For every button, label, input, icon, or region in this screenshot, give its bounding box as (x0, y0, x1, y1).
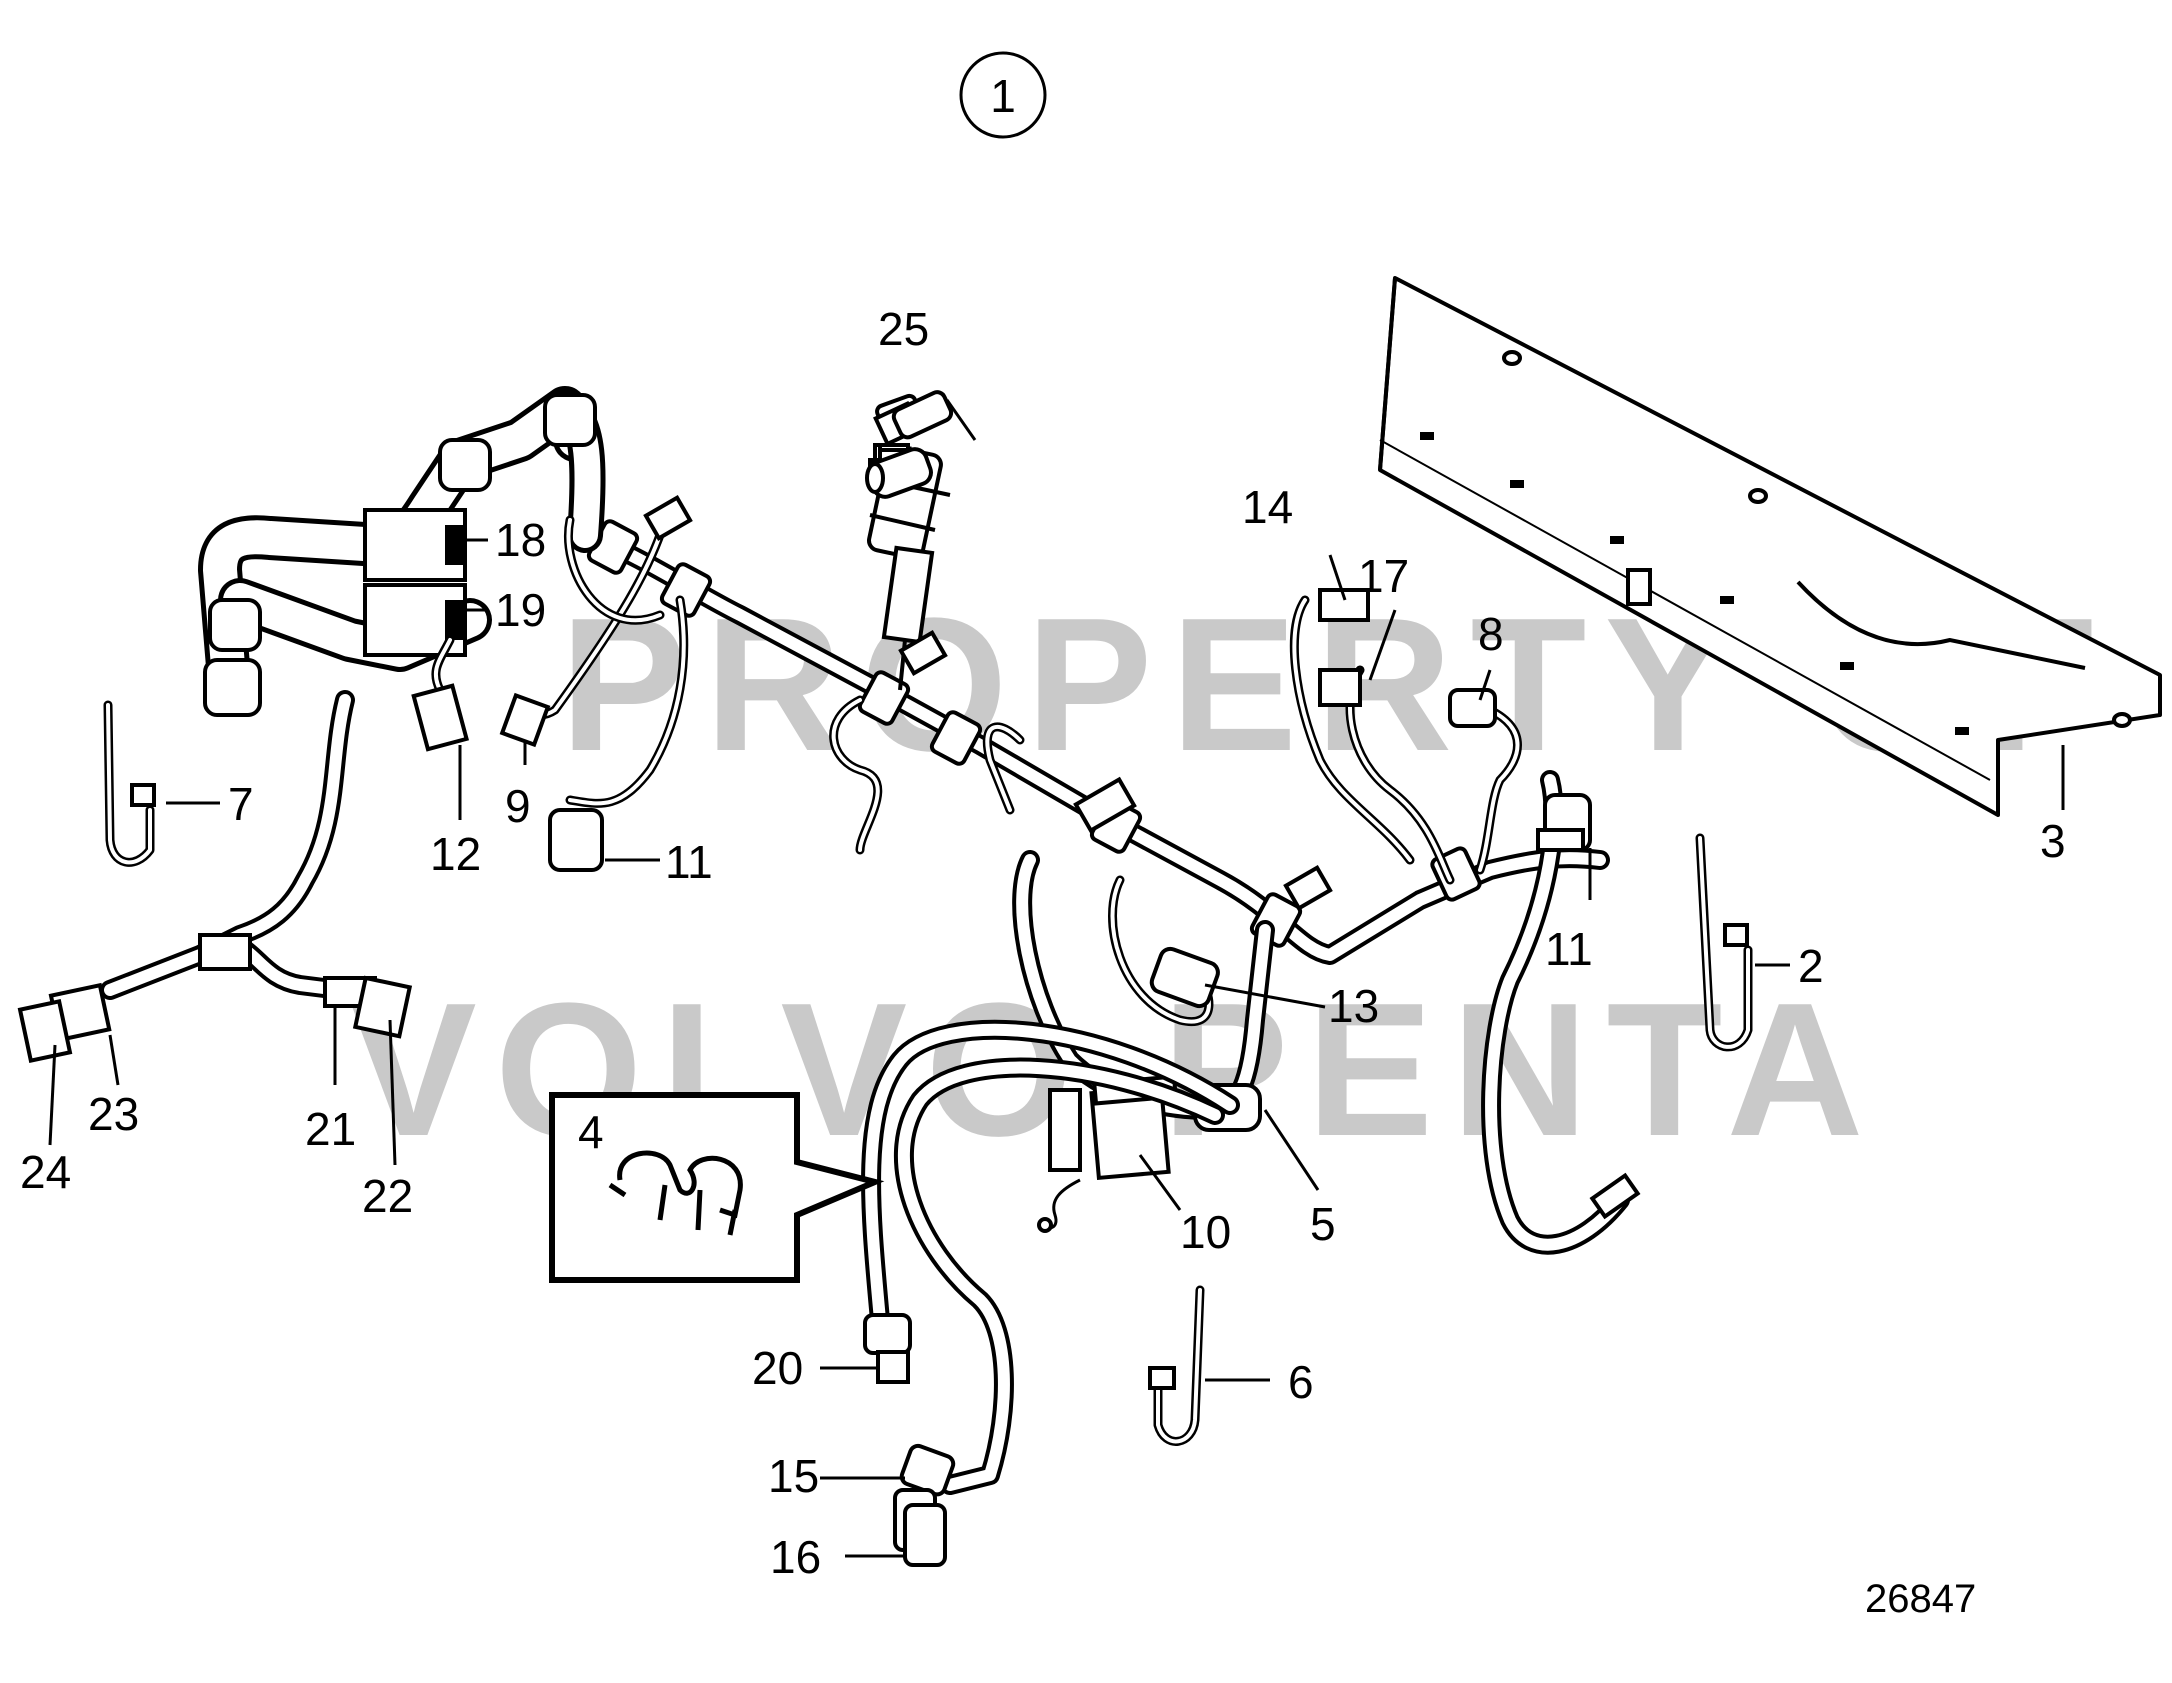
injector-leads (643, 495, 1333, 911)
callout-8: 8 (1478, 608, 1504, 660)
callout-19: 19 (495, 584, 546, 636)
conduit-loops (198, 386, 606, 717)
reference-number: 26847 (1865, 1577, 1976, 1621)
callout-17: 17 (1358, 550, 1409, 602)
callout-5: 5 (1310, 1198, 1336, 1250)
sensor-loop (861, 1019, 1240, 1567)
callout-3: 3 (2040, 815, 2066, 867)
clip-inset-box (549, 1092, 885, 1283)
lower-middle-wires (1012, 850, 1275, 1233)
callout-23: 23 (88, 1088, 139, 1140)
left-middle-wires (411, 515, 689, 872)
callout-15: 15 (768, 1450, 819, 1502)
callout-20: 20 (752, 1342, 803, 1394)
sleeve (865, 447, 933, 499)
callout-2: 2 (1798, 940, 1824, 992)
callout-6: 6 (1288, 1356, 1314, 1408)
callout-24: 24 (20, 1146, 71, 1198)
callout-18: 18 (495, 514, 546, 566)
callout-9: 9 (505, 780, 531, 832)
callout-25: 25 (878, 303, 929, 355)
cable-ties (103, 700, 1753, 1446)
callout-11-right: 11 (1545, 923, 1593, 975)
callout-16: 16 (770, 1531, 821, 1583)
assembly-number: 1 (990, 70, 1016, 122)
callout-21: 21 (305, 1103, 356, 1155)
left-branch-wires (17, 690, 413, 1063)
callout-22: 22 (362, 1170, 413, 1222)
main-harness-trunk (575, 519, 1610, 965)
callout-4: 4 (578, 1106, 604, 1158)
right-wires (1289, 588, 1641, 1255)
callout-10: 10 (1180, 1206, 1231, 1258)
leader-lines (48, 399, 2065, 1558)
callout-7: 7 (228, 778, 254, 830)
callout-14: 14 (1242, 481, 1293, 533)
callout-11-left: 11 (665, 836, 713, 888)
callout-13: 13 (1328, 980, 1379, 1032)
assembly-number-circle: 1 (959, 51, 1047, 139)
callout-12: 12 (430, 828, 481, 880)
cover-plate (1378, 276, 2162, 817)
callout-labels: 2 3 4 5 6 7 8 9 10 11 11 12 13 14 15 16 … (20, 303, 2066, 1583)
